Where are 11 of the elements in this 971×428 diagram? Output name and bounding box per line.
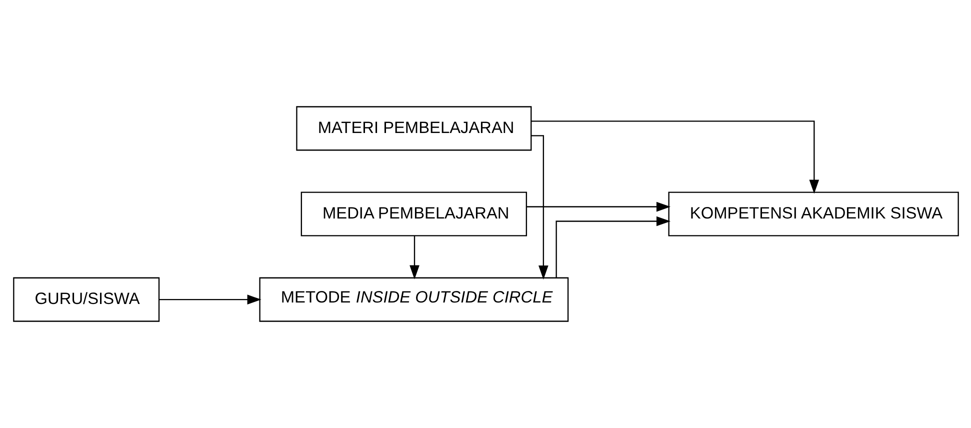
node-box: KOMPETENSI AKADEMIK SISWA xyxy=(668,192,958,236)
node-box: MATERI PEMBELAJARAN xyxy=(296,106,532,151)
arrow xyxy=(409,236,419,280)
arrow xyxy=(530,120,819,194)
arrow xyxy=(555,216,670,278)
arrow xyxy=(530,135,548,280)
arrow xyxy=(158,294,261,304)
arrow xyxy=(526,202,670,212)
node-box: GURU/SISWA xyxy=(12,277,160,322)
node-box: MEDIA PEMBELAJARAN xyxy=(300,192,527,236)
node-box: METODE INSIDE OUTSIDE CIRCLE xyxy=(258,277,568,322)
